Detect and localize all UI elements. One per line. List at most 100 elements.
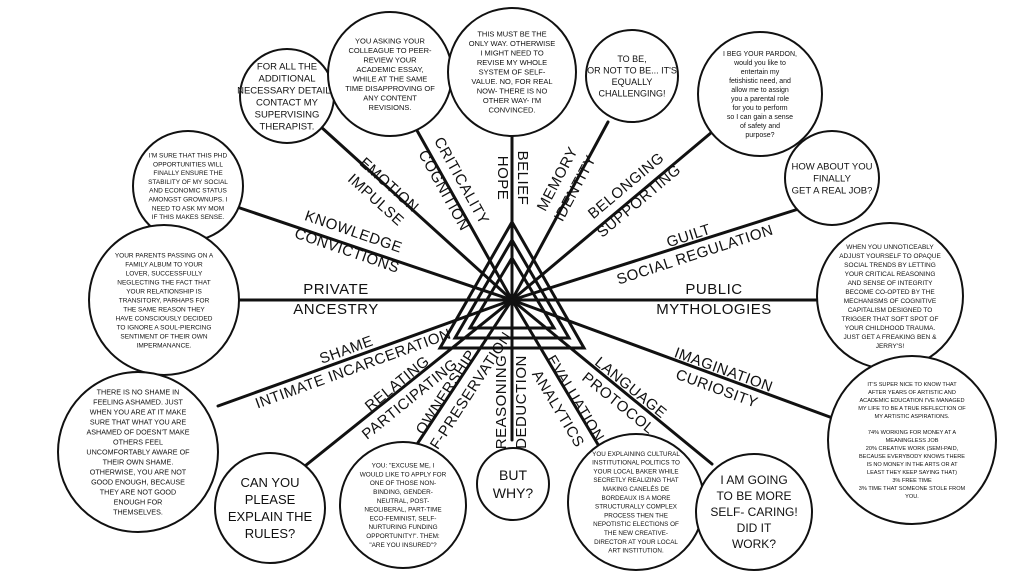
bubble-text-line: BECAUSE EVERYBODY KNOWS THERE [859, 454, 965, 460]
bubble-text-line: CAN YOU [241, 475, 300, 490]
bubble-text-line: YOU ASKING YOUR [355, 36, 425, 45]
bubble-text-line: I MIGHT NEED TO [480, 49, 544, 58]
bubble-text-line: IF THIS MAKES SENSE. [152, 214, 225, 221]
bubble-text-line: ONLY WAY. OTHERWISE [469, 39, 556, 48]
bubble-text-line: BUT [499, 467, 527, 483]
bubble-text-line: OPPORTUNITIES WILL [153, 161, 223, 168]
bubble-text-line: ADJUST YOURSELF TO OPAQUE [839, 253, 941, 260]
bubble-text-line: purpose? [745, 132, 774, 139]
bubble-text-line: WHILE AT THE SAME [353, 74, 428, 83]
bubble-text-line: YOUR CRITICAL REASONING [845, 271, 936, 278]
bubble-text-line: BORDEAUX IS A MORE [602, 495, 671, 502]
bubble-text-line: NEGLECTING THE FACT THAT [117, 279, 210, 286]
bubble-text-line: NOW- THERE IS NO [477, 87, 548, 96]
bubble-text-line: ASHAMED OF DOESN'T MAKE [86, 428, 189, 437]
bubble-text-line: HAVE CONSCIOUSLY DECIDED [116, 315, 213, 322]
label-hope: HOPE [494, 156, 511, 201]
bubble-text-line: I AM GOING [720, 473, 787, 487]
bubble-text-line: CONTACT MY [256, 97, 319, 108]
bubble-text-line: fetishistic need, and [729, 78, 791, 85]
bubble-text-line: REVIEW YOUR [363, 55, 417, 64]
label-mythologies: MYTHOLOGIES [656, 301, 772, 318]
bubble-text-line: THE NEW CREATIVE- [604, 530, 668, 537]
bubble-text-line: SECRETLY REALIZING THAT [593, 477, 678, 484]
center-triangles [437, 218, 587, 350]
bubble-text-line: THEY ARE NOT GOOD [100, 488, 176, 497]
spoke-relating [288, 298, 514, 480]
bubble-text-line: MEANINGLESS JOB [886, 438, 939, 444]
bubble-text-line: BINDING, GENDER- [373, 489, 433, 496]
middle-triangle [452, 237, 572, 340]
bubble-text-line: MAKING CANELÉS DE [603, 484, 669, 493]
label-public: PUBLIC [685, 281, 742, 298]
bubble-text-line: IT'S SUPER NICE TO KNOW THAT [867, 382, 957, 388]
label-belief: BELIEF [514, 151, 531, 206]
bubble-text-line: "ARE YOU INSURED"? [369, 542, 437, 549]
spoke-guilt [510, 204, 810, 302]
bubble-text-line: EQUALLY [612, 77, 653, 87]
bubble-text-line: REVISE MY WHOLE [477, 58, 547, 67]
bubble-text-line: OTHER WAY- I'M [483, 96, 541, 105]
bubble-text-line: ECO-FEMINIST, SELF- [370, 515, 437, 522]
bubble-text-line: allow me to assign [731, 87, 789, 94]
bubble-text-line: JERRY'S! [876, 343, 905, 350]
bubble-text-line: RULES? [245, 526, 296, 541]
bubble-text-line: BECOME CO-OPTED BY THE [845, 289, 935, 296]
bubble-text-line: FINALLY [813, 173, 852, 184]
bubble-text-line: THEMSELVES. [113, 508, 163, 517]
bubble-text-line: THERAPIST. [260, 121, 315, 132]
bubble-text-line: ENOUGH FOR [114, 498, 163, 507]
bubble-text-line: SELF- CARING! [710, 505, 797, 519]
bubble-text-line: 3% FREE TIME [892, 478, 932, 484]
bubble-text-line: WHY? [493, 485, 534, 501]
bubble-text-line: so I can gain a sense [727, 114, 793, 121]
bubble-text-line: AND ECONOMIC STATUS [149, 188, 227, 195]
bubble-text-line: LEAST THEY KEEP SAYING THAT) [867, 470, 957, 476]
bubble-text-line: NEOLIBERAL, PART-TIME [364, 507, 441, 514]
bubble-text-line: DID IT [737, 521, 772, 535]
bubble-text-line: DIRECTOR AT YOUR LOCAL [594, 539, 678, 546]
outer-triangle [437, 218, 587, 350]
bubble-text-line: SURE THAT WHAT YOU ARE [90, 418, 186, 427]
bubble-text-line: ONE OF THOSE NON- [370, 480, 436, 487]
bubble-text-line: MECHANISMS OF COGNITIVE [844, 298, 937, 305]
bubble-text-line: HOW ABOUT YOU [792, 161, 873, 172]
bubble-text-line: TO IGNORE A SOUL-PIERCING [117, 324, 212, 331]
bubble-text-line: NEED TO ASK MY MOM [152, 205, 224, 212]
bubble-text-line: JUST GET A FREAKING BEN & [844, 334, 938, 341]
label-reasoning: REASONING [493, 355, 510, 450]
bubble-text-line: SOCIAL TRENDS BY LETTING [844, 262, 936, 269]
bubble-text-line: TRANSITORY, PARHAPS FOR [119, 297, 210, 304]
bubble-text-line: GET A REAL JOB? [792, 185, 873, 196]
bubble-text-line: NEPOTISTIC ELECTIONS OF [593, 521, 679, 528]
bubble-text-line: CAPITALISM DESIGNED TO [848, 307, 933, 314]
bubble-text-line: YOUR RELATIONSHIP IS [126, 288, 202, 295]
spoke-shame [216, 298, 514, 408]
bubble-text-line: 20% CREATIVE WORK (SEMI-PAID, [866, 446, 959, 452]
bubble-but-why: BUT WHY? [476, 447, 550, 521]
bubble-text-line: YOUR LOCAL BAKER WHILE [593, 468, 678, 475]
bubble-text-line: OR NOT TO BE... IT'S [587, 65, 677, 75]
bubble-text-line: ADDITIONAL [258, 73, 315, 84]
bubble-text-line: FAMILY ALBUM TO YOUR [125, 261, 203, 268]
bubble-text-line: entertain my [741, 69, 780, 76]
bubble-text-line: YOU: "EXCUSE ME, I [372, 463, 435, 470]
bubble-text-line: WHEN YOU ARE AT IT MAKE [90, 408, 187, 417]
bubble-text-line: TO BE, [617, 54, 646, 64]
bubble-text-line: LOVER, SUCCESSFULLY [126, 270, 203, 277]
